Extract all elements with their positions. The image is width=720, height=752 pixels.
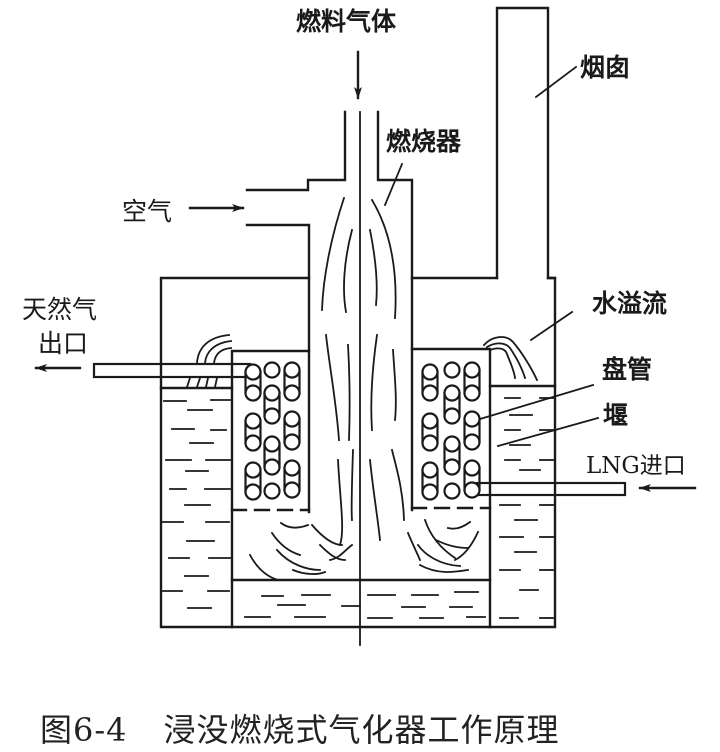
coil-tube-section bbox=[283, 410, 301, 428]
chimney bbox=[495, 6, 557, 280]
chimney-label: 烟囱 bbox=[580, 53, 631, 82]
coil-tube-section bbox=[244, 412, 262, 430]
lng-inlet-pipe bbox=[475, 481, 627, 497]
figure-number: 图6-4 bbox=[40, 711, 128, 749]
water-overflow-label: 水溢流 bbox=[592, 289, 668, 318]
coil-tube-section bbox=[244, 461, 262, 479]
coil-tube-section bbox=[443, 482, 461, 500]
figure-caption: 图6-4 浸没燃烧式气化器工作原理 bbox=[40, 705, 560, 751]
pipe-hatch bbox=[185, 376, 219, 389]
coil-tube-section bbox=[283, 361, 301, 379]
lng-inlet-label: LNG进口 bbox=[586, 453, 686, 479]
coil-tube-section bbox=[263, 361, 281, 379]
air-label: 空气 bbox=[122, 197, 173, 226]
natural-gas-outlet-label-line1: 天然气 bbox=[22, 295, 98, 324]
burner-label: 燃烧器 bbox=[386, 127, 462, 156]
coil-tube-section bbox=[421, 412, 439, 430]
coil-tube-section bbox=[463, 361, 481, 379]
coil-tube-section bbox=[443, 361, 461, 379]
coil-label: 盘管 bbox=[602, 355, 653, 384]
right-coil-compartment bbox=[410, 347, 492, 629]
coil-tube-section bbox=[463, 433, 481, 451]
coil-tube-section bbox=[244, 384, 262, 402]
natural-gas-outlet-pipe bbox=[92, 362, 252, 379]
coil-tube-section bbox=[421, 384, 439, 402]
coil-tubes bbox=[244, 361, 481, 501]
coil-tube-section bbox=[463, 410, 481, 428]
coil-tube-section bbox=[283, 433, 301, 451]
right-water-overflow bbox=[482, 336, 539, 382]
coil-tube-section bbox=[463, 384, 481, 402]
outer-tank bbox=[159, 276, 557, 629]
coil-tube-section bbox=[421, 461, 439, 479]
natural-gas-outlet-label-line2: 出口 bbox=[38, 329, 89, 358]
coil-tube-section bbox=[244, 434, 262, 452]
coil-tube-section bbox=[263, 482, 281, 500]
coil-tube-section bbox=[443, 458, 461, 476]
coil-tube-section bbox=[443, 407, 461, 425]
coil-tube-section bbox=[244, 363, 262, 381]
coil-tube-section bbox=[283, 384, 301, 402]
weir-label: 堰 bbox=[603, 401, 629, 430]
coil-tube-section bbox=[421, 434, 439, 452]
flame-lines bbox=[321, 196, 405, 547]
coil-tube-section bbox=[244, 483, 262, 501]
coil-tube-section bbox=[283, 459, 301, 477]
coil-tube-section bbox=[283, 481, 301, 499]
coil-tube-section bbox=[443, 384, 461, 402]
fuel-gas-label: 燃料气体 bbox=[296, 7, 397, 36]
left-water-overflow bbox=[196, 334, 232, 365]
water-dashes bbox=[161, 397, 554, 619]
coil-tube-section bbox=[421, 483, 439, 501]
coil-tube-section bbox=[443, 435, 461, 453]
leader-lines bbox=[383, 65, 600, 448]
coil-tube-section bbox=[421, 363, 439, 381]
left-coil-compartment bbox=[230, 349, 311, 629]
swirl-lines bbox=[248, 518, 480, 582]
coil-tube-section bbox=[463, 481, 481, 499]
coil-tube-section bbox=[463, 459, 481, 477]
figure-title: 浸没燃烧式气化器工作原理 bbox=[163, 711, 560, 749]
coil-tube-section bbox=[263, 384, 281, 402]
coil-tube-section bbox=[263, 407, 281, 425]
coil-tube-section bbox=[263, 435, 281, 453]
coil-tube-section bbox=[263, 458, 281, 476]
